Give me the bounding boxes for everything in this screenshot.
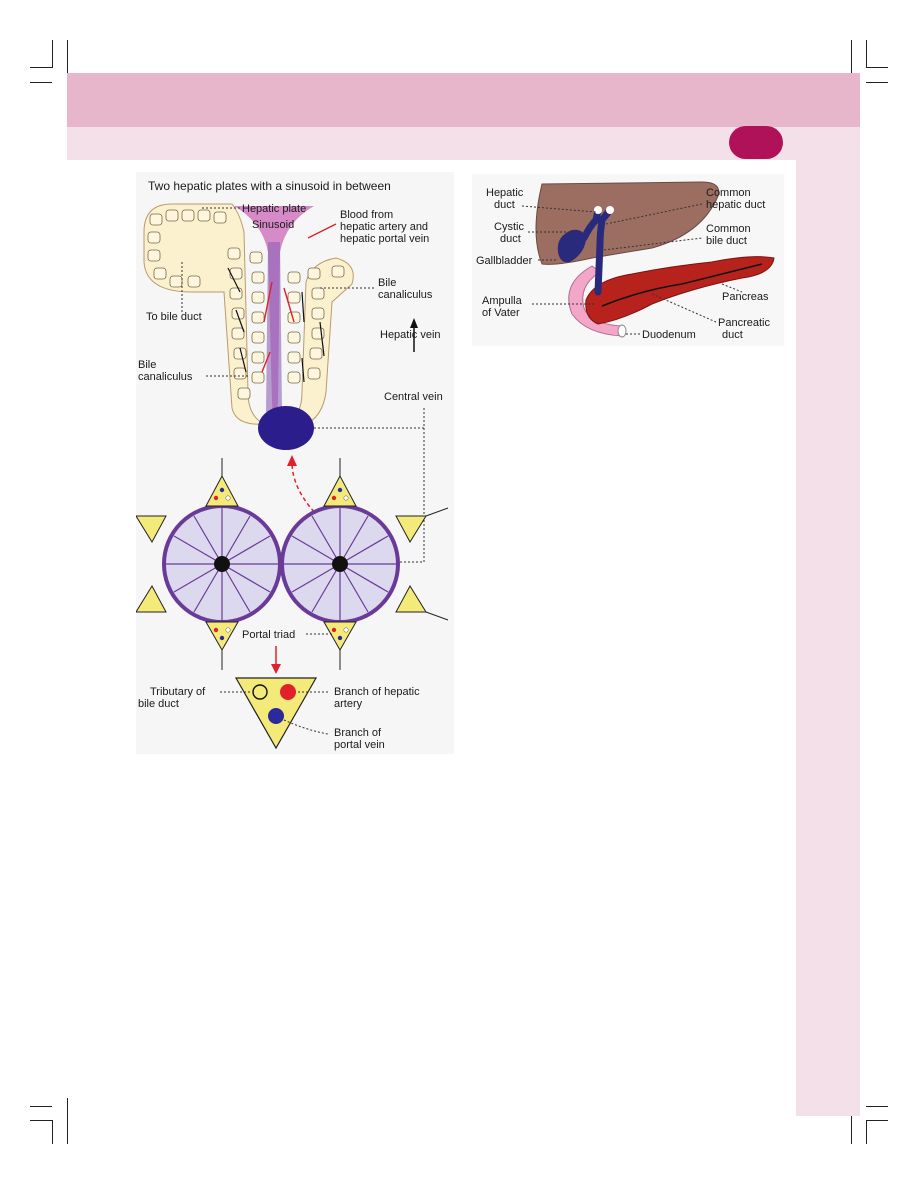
label-common-bile-duct-1: Common [706, 223, 751, 235]
label-cystic-duct-2: duct [500, 233, 521, 245]
label-pancreatic-duct-1: Pancreatic [718, 317, 770, 329]
crop-mark [30, 1106, 52, 1107]
label-hepatic-plate: Hepatic plate [242, 203, 306, 215]
label-duodenum: Duodenum [642, 329, 696, 341]
crop-mark [866, 1106, 888, 1107]
crop-mark [30, 82, 52, 83]
label-common-hepatic-duct-2: hepatic duct [706, 199, 765, 211]
crop-mark [866, 82, 888, 83]
label-cystic-duct-1: Cystic [494, 221, 524, 233]
label-hepatic-duct-1: Hepatic [486, 187, 524, 199]
label-hepatic-vein: Hepatic vein [380, 329, 441, 341]
label-common-bile-duct-2: bile duct [706, 235, 747, 247]
crop-mark [30, 67, 52, 68]
label-blood-from-2: hepatic artery and [340, 221, 428, 233]
label-branch-hepatic-artery-2: artery [334, 698, 363, 710]
label-blood-from-3: hepatic portal vein [340, 233, 429, 245]
figure-title: Two hepatic plates with a sinusoid in be… [148, 179, 391, 193]
crop-mark [52, 40, 53, 68]
crop-mark [866, 67, 888, 68]
crop-mark [30, 1120, 52, 1121]
lobule-left [164, 506, 280, 622]
label-hepatic-duct-2: duct [494, 199, 515, 211]
liver-lobule-figure: Two hepatic plates with a sinusoid in be… [136, 172, 454, 754]
crop-mark [866, 1120, 867, 1144]
crop-mark [866, 40, 867, 68]
crop-mark [52, 1120, 53, 1144]
label-bile-canaliculus-right-1: Bile [378, 277, 396, 289]
label-ampulla-2: of Vater [482, 307, 520, 319]
sinusoid-core [266, 242, 282, 412]
label-branch-portal-vein-2: portal vein [334, 739, 385, 751]
label-sinusoid: Sinusoid [252, 219, 294, 231]
label-pancreatic-duct-2: duct [722, 329, 743, 341]
label-branch-portal-vein-1: Branch of [334, 727, 382, 739]
biliary-system-figure: Hepatic duct Common hepatic duct Cystic … [472, 174, 784, 346]
chapter-badge [729, 126, 783, 159]
label-bile-canaliculus-left-2: canaliculus [138, 371, 193, 383]
central-vein [258, 406, 314, 450]
label-to-bile-duct: To bile duct [146, 311, 202, 323]
portal-vein-branch-icon [268, 708, 284, 724]
label-tributary-1: Tributary of [150, 686, 206, 698]
label-pancreas: Pancreas [722, 291, 769, 303]
lobule-right [282, 506, 398, 622]
label-branch-hepatic-artery-1: Branch of hepatic [334, 686, 420, 698]
label-bile-canaliculus-left-1: Bile [138, 359, 156, 371]
label-portal-triad: Portal triad [242, 629, 295, 641]
crop-mark [866, 1120, 888, 1121]
crop-mark [67, 1098, 68, 1144]
label-blood-from-1: Blood from [340, 209, 393, 221]
label-tributary-2: bile duct [138, 698, 179, 710]
label-gallbladder: Gallbladder [476, 255, 533, 267]
side-margin-strip [796, 160, 860, 1116]
header-band [67, 73, 860, 127]
label-ampulla-1: Ampulla [482, 295, 523, 307]
label-central-vein: Central vein [384, 391, 443, 403]
label-common-hepatic-duct-1: Common [706, 187, 751, 199]
label-bile-canaliculus-right-2: canaliculus [378, 289, 433, 301]
bile-duct-tributary-icon [253, 685, 267, 699]
hepatic-artery-branch-icon [280, 684, 296, 700]
